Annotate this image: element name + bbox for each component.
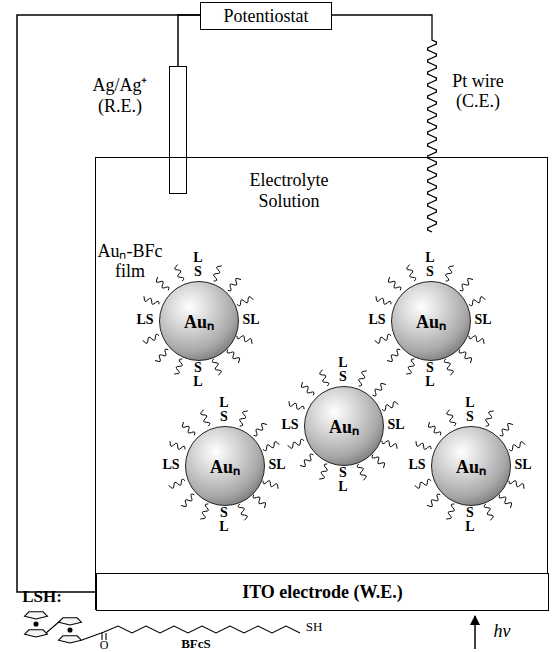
ligand-letter: SL xyxy=(236,312,266,327)
gold-nanoparticle: Auₙ xyxy=(431,426,511,506)
formula-label: LSH: xyxy=(12,588,72,607)
electrode-name: ITO electrode (W.E.) xyxy=(242,582,403,603)
ligand-letter: LS xyxy=(362,312,392,327)
wire xyxy=(17,15,200,592)
reference-electrode: Ag/Ag⁺ (R.E.) xyxy=(169,66,187,194)
ligand-letter: L xyxy=(455,519,485,534)
thiol-letter: S xyxy=(183,264,213,279)
ligand-letter: SL xyxy=(508,457,538,472)
ligand-letter: L xyxy=(455,395,485,410)
ligand-letter: SL xyxy=(381,417,411,432)
ligand-letter: SL xyxy=(262,457,292,472)
atom-label: O xyxy=(96,639,112,652)
electrode-label: Pt wire (C.E.) xyxy=(438,72,518,112)
counter-electrode-wire xyxy=(332,15,436,232)
thiol-letter: S xyxy=(328,369,358,384)
ligand-letter: L xyxy=(183,250,213,265)
solution-label: Electrolyte Solution xyxy=(224,170,354,211)
particle-label: Auₙ xyxy=(416,309,446,333)
ligand-letter: LS xyxy=(402,457,432,472)
ligand-letter: L xyxy=(328,355,358,370)
atom-label: SH xyxy=(299,620,329,634)
light-symbol: hν xyxy=(485,622,519,642)
ligand-chains xyxy=(143,265,526,521)
electrochemical-cell: Electrolyte SolutionAuₙAuₙAuₙAuₙAuₙITO e… xyxy=(95,157,548,610)
particle-label: Auₙ xyxy=(184,309,214,333)
ligand-letter: L xyxy=(209,395,239,410)
thiol-letter: S xyxy=(415,264,445,279)
compound-name: BFcS xyxy=(171,637,221,651)
ligand-letter: L xyxy=(415,250,445,265)
thiol-letter: S xyxy=(455,505,485,520)
particle-label: Auₙ xyxy=(210,454,240,478)
thiol-letter: S xyxy=(209,505,239,520)
gold-nanoparticle: Auₙ xyxy=(391,281,471,361)
light-arrow xyxy=(474,616,476,649)
wire xyxy=(178,15,200,66)
ligand-letter: L xyxy=(328,479,358,494)
thiol-letter: S xyxy=(209,409,239,424)
ligand-letter: SL xyxy=(468,312,498,327)
thiol-letter: S xyxy=(455,409,485,424)
gold-nanoparticle: Auₙ xyxy=(185,426,265,506)
instrument-box: Potentiostat xyxy=(200,2,332,30)
ligand-letter: LS xyxy=(156,457,186,472)
thiol-letter: S xyxy=(415,360,445,375)
ligand-letter: L xyxy=(183,374,213,389)
instrument-name: Potentiostat xyxy=(224,6,309,27)
gold-nanoparticle: Auₙ xyxy=(159,281,239,361)
ito-electrode: ITO electrode (W.E.) xyxy=(96,573,549,611)
particle-label: Auₙ xyxy=(456,454,486,478)
ligand-letter: L xyxy=(209,519,239,534)
particle-label: Auₙ xyxy=(329,414,359,438)
ligand-letter: L xyxy=(415,374,445,389)
ligand-letter: LS xyxy=(275,417,305,432)
gold-nanoparticle: Auₙ xyxy=(304,386,384,466)
thiol-letter: S xyxy=(328,465,358,480)
bfcs-structure xyxy=(25,612,300,643)
electrode-label: Ag/Ag⁺ (R.E.) xyxy=(80,75,160,116)
thiol-letter: S xyxy=(183,360,213,375)
film-label: Auₙ-BFc film xyxy=(85,242,175,282)
ligand-letter: LS xyxy=(130,312,160,327)
